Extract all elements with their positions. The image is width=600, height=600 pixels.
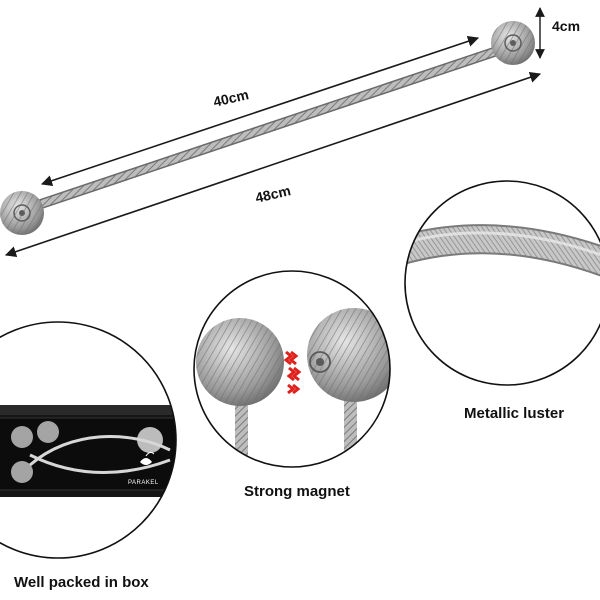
caption-strong-magnet: Strong magnet: [244, 483, 350, 500]
caption-well-packed: Well packed in box: [14, 574, 149, 591]
dimension-label-4: 4cm: [552, 18, 581, 34]
packaging-detail: PARAKEL: [0, 321, 177, 559]
metallic-luster-detail: [404, 180, 600, 386]
box-brand-text: PARAKEL: [128, 480, 159, 486]
caption-metallic-luster: Metallic luster: [464, 405, 565, 422]
flower-logo-icon: [140, 451, 155, 465]
dimension-arrows: [4, 7, 545, 258]
strong-magnet-detail: [193, 270, 391, 468]
magnet-zigzag-icon: [283, 350, 302, 395]
